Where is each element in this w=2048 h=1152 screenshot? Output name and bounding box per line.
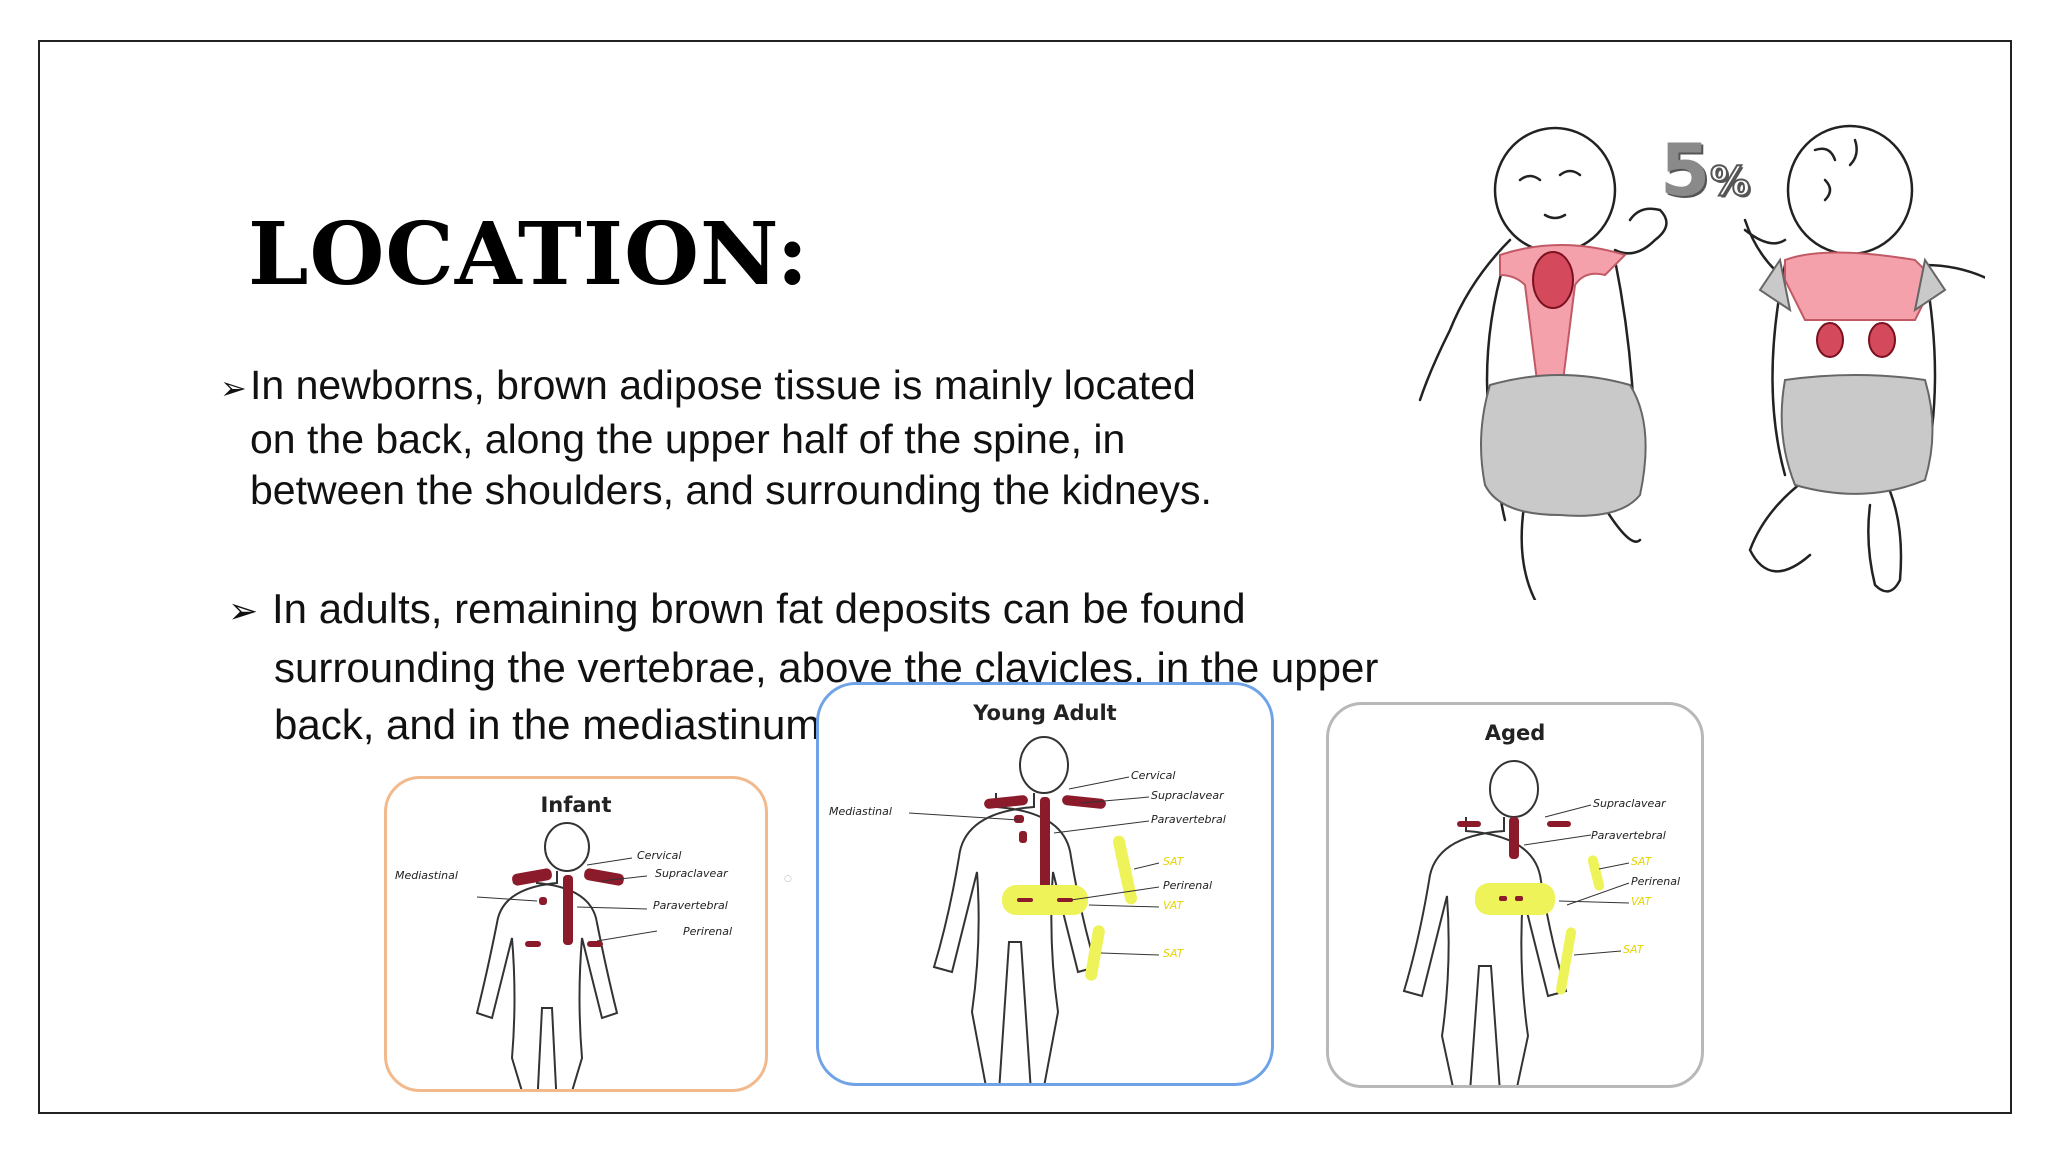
young-adult-vat-region <box>1002 885 1088 915</box>
aged-body-diagram <box>1402 760 1630 1085</box>
newborn-back-diaper <box>1780 374 1934 495</box>
aged-bat-deposits <box>1457 817 1571 859</box>
infant-body-diagram <box>475 822 658 1089</box>
young-adult-body-diagram <box>908 736 1160 1083</box>
infant-bat-deposits <box>512 868 624 947</box>
percent-graphic: 5% <box>1660 128 1751 212</box>
bullet-arrow-icon: ➢ <box>220 370 247 406</box>
panel-separator-dot: ○ <box>784 874 792 884</box>
bullet-arrow-icon: ➢ <box>228 590 259 631</box>
bullet-newborns: ➢In newborns, brown adipose tissue is ma… <box>220 362 1212 513</box>
newborn-front-diaper <box>1480 374 1647 517</box>
newborn-back-bat-region <box>1784 251 1937 321</box>
bullet-adults: ➢In adults, remaining brown fat deposits… <box>228 580 1468 753</box>
young-adult-panel-title: Young Adult <box>973 701 1117 725</box>
infant-panel-title: Infant <box>540 793 612 817</box>
infant-panel: Infant Cervical Supraclavear Mediastinal… <box>384 776 768 1092</box>
slide-title: LOCATION: <box>248 204 810 305</box>
aged-panel: Aged Supraclavear Paravertebral SAT Peri… <box>1326 702 1704 1088</box>
newborn-bat-diagram <box>1418 124 2006 602</box>
aged-panel-title: Aged <box>1484 721 1546 745</box>
newborn-illustration <box>1385 120 2006 602</box>
young-adult-panel: Young Adult Cervical Supraclav <box>816 682 1274 1086</box>
young-adult-bat-deposits <box>984 795 1106 895</box>
newborn-front-bat-region <box>1499 244 1627 406</box>
